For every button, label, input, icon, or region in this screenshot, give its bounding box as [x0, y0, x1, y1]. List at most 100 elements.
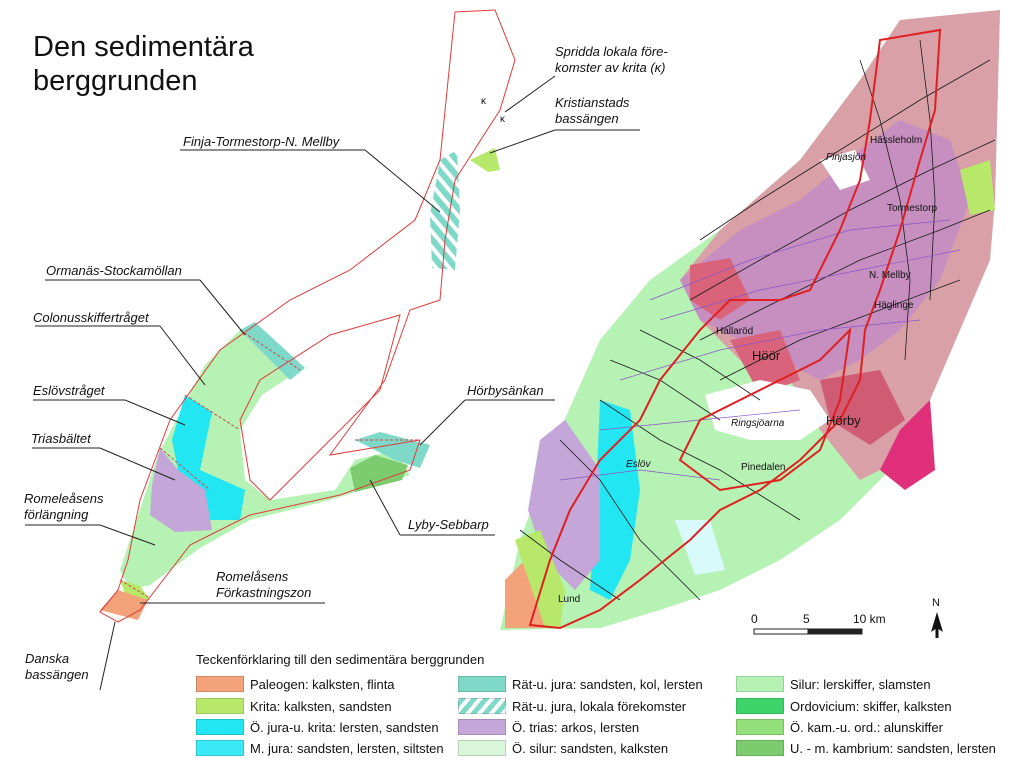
fault-lines — [519, 39, 996, 601]
legend-label: Silur: lerskiffer, slamsten — [790, 676, 931, 692]
legend-item: Ordovicium: skiffer, kalksten — [736, 697, 952, 715]
place-finjasjon: Finjasjön — [826, 152, 867, 163]
title-line-2: berggrunden — [33, 65, 198, 97]
place-hassleholm: Hässleholm — [870, 135, 923, 146]
place-hoor: Höör — [752, 348, 781, 363]
legend-label: Krita: kalksten, sandsten — [250, 698, 392, 714]
zone-triasbaltet — [150, 448, 212, 532]
place-hallarod: Hallaröd — [716, 326, 754, 337]
legend-swatch — [196, 719, 244, 735]
map-turquoise-band — [590, 400, 640, 600]
legend-swatch — [736, 740, 784, 756]
scale-label-5: 5 — [803, 612, 810, 626]
place-ringsjoarna: Ringsjöarna — [731, 418, 785, 429]
label-danska-line1: Danska — [25, 651, 70, 666]
legend-label: Rät-u. jura, lokala förekomster — [512, 698, 687, 714]
zone-ormanas — [240, 322, 305, 380]
kappa-mark-2: κ — [500, 114, 505, 125]
legend-item: Ö. jura-u. krita: lersten, sandsten — [196, 718, 439, 736]
legend-label: U. - m. kambrium: sandsten, lersten — [790, 740, 996, 756]
legend-swatch — [736, 676, 784, 692]
legend-swatch — [458, 676, 506, 692]
label-kristianstad: Kristianstads bassängen — [555, 95, 629, 127]
north-label: N — [932, 597, 940, 609]
legend-item: Ö. kam.-u. ord.: alunskiffer — [736, 718, 943, 736]
place-pinedalen: Pinedalen — [741, 462, 786, 473]
label-spridda-line2: komster av krita (κ) — [555, 60, 666, 75]
legend-label: Ö. kam.-u. ord.: alunskiffer — [790, 719, 943, 735]
label-danska: Danska bassängen — [25, 651, 89, 683]
kappa-mark-1: κ — [481, 96, 486, 107]
map-lake-ringsjon — [705, 380, 830, 440]
place-horby: Hörby — [826, 413, 861, 428]
place-eslov: Eslöv — [626, 459, 651, 470]
legend-item: Ö. trias: arkos, lersten — [458, 718, 639, 736]
label-romelasens-line1: Romelåsens — [216, 569, 289, 584]
zone-finja — [430, 150, 460, 270]
label-romele: Romeleåsens förlängning — [24, 491, 104, 523]
legend-label: M. jura: sandsten, lersten, siltsten — [250, 740, 444, 756]
zone-lyby — [350, 455, 408, 492]
map-green-lund — [515, 530, 565, 628]
legend-swatch-hatched — [458, 698, 506, 714]
geological-map — [500, 10, 1000, 630]
label-romele-line1: Romeleåsens — [24, 491, 104, 506]
legend-label: Ordovicium: skiffer, kalksten — [790, 698, 952, 714]
zone-dashed-borders — [119, 329, 420, 599]
legend-swatch — [196, 740, 244, 756]
legend-item: Silur: lerskiffer, slamsten — [736, 675, 931, 693]
label-romelasens-line2: Förkastningszon — [216, 585, 312, 600]
legend-swatch — [736, 719, 784, 735]
scale-label-10: 10 km — [853, 612, 886, 626]
label-horbysankan: Hörbysänkan — [467, 383, 544, 398]
place-nmellby: N. Mellby — [869, 270, 911, 281]
place-haglinge: Häglinge — [874, 300, 914, 311]
label-triasbaltet: Triasbältet — [31, 431, 91, 446]
label-ormanas: Ormanäs-Stockamöllan — [46, 263, 182, 278]
legend-item: M. jura: sandsten, lersten, siltsten — [196, 739, 444, 757]
legend-item: Rät-u. jura, lokala förekomster — [458, 697, 686, 715]
scale-label-0: 0 — [751, 612, 758, 626]
label-kristianstad-line1: Kristianstads — [555, 95, 630, 110]
legend-label: Paleogen: kalksten, flinta — [250, 676, 395, 692]
leader-lines — [25, 75, 640, 691]
label-spridda-line1: Spridda lokala före- — [555, 44, 668, 59]
map-red-inner — [678, 327, 852, 492]
legend-swatch — [736, 698, 784, 714]
label-romelasens: Romelåsens Förkastningszon — [216, 569, 311, 601]
map-red-patch-1 — [690, 258, 750, 320]
scale-bar — [753, 628, 863, 635]
map-title: Den sedimentära berggrunden — [33, 30, 254, 98]
legend-item: Ö. silur: sandsten, kalksten — [458, 739, 668, 757]
legend-label: Rät-u. jura: sandsten, kol, lersten — [512, 676, 703, 692]
label-spridda: Spridda lokala före- komster av krita (κ… — [555, 44, 668, 76]
zone-kristianstad — [470, 148, 500, 172]
legend-label: Ö. silur: sandsten, kalksten — [512, 740, 669, 756]
label-finja: Finja-Tormestorp-N. Mellby — [183, 134, 340, 149]
schematic-map — [99, 9, 516, 623]
legend-item: Krita: kalksten, sandsten — [196, 697, 392, 715]
map-red-outline — [528, 28, 942, 630]
legend-item: Rät-u. jura: sandsten, kol, lersten — [458, 675, 703, 693]
schematic-outline — [99, 9, 516, 623]
legend-label: Ö. trias: arkos, lersten — [512, 719, 640, 735]
legend-swatch — [458, 719, 506, 735]
map-magenta-patch — [880, 400, 935, 490]
map-green-patch — [960, 160, 995, 215]
place-lund: Lund — [558, 594, 581, 605]
label-eslovstraget: Eslövstråget — [33, 383, 105, 398]
map-purple-north — [680, 120, 970, 380]
legend-swatch — [196, 676, 244, 692]
place-tormestorp: Tormestorp — [887, 203, 938, 214]
map-turq-patch — [675, 520, 725, 575]
legend-label: Ö. jura-u. krita: lersten, sandsten — [250, 719, 439, 735]
label-romele-line2: förlängning — [24, 507, 89, 522]
legend-item: U. - m. kambrium: sandsten, lersten — [736, 739, 996, 757]
north-arrow-icon — [931, 612, 943, 638]
map-finjasjon — [820, 150, 870, 190]
label-lyby: Lyby-Sebbarp — [408, 517, 489, 532]
label-kristianstad-line2: bassängen — [555, 111, 619, 126]
legend-item: Paleogen: kalksten, flinta — [196, 675, 395, 693]
legend-title: Teckenförklaring till den sedimentära be… — [196, 652, 485, 667]
